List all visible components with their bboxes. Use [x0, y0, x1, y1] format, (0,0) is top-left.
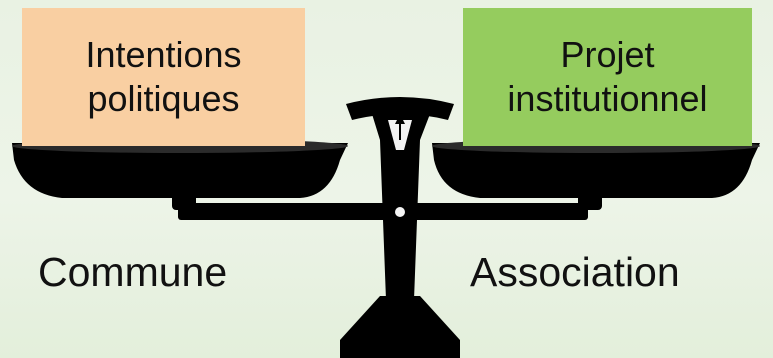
- scale-column: [372, 114, 430, 300]
- right-box-line2: institutionnel: [507, 78, 708, 119]
- right-pan: [432, 143, 760, 198]
- association-label: Association: [470, 249, 680, 295]
- right-project-box: Projet institutionnel: [463, 8, 752, 146]
- left-intention-box: Intentions politiques: [22, 8, 305, 146]
- commune-label: Commune: [38, 249, 228, 295]
- left-box-line1: Intentions: [85, 34, 242, 75]
- right-box-line1: Projet: [560, 34, 655, 75]
- scale-base: [340, 296, 460, 358]
- left-box-line2: politiques: [87, 78, 240, 119]
- left-pan: [12, 143, 348, 198]
